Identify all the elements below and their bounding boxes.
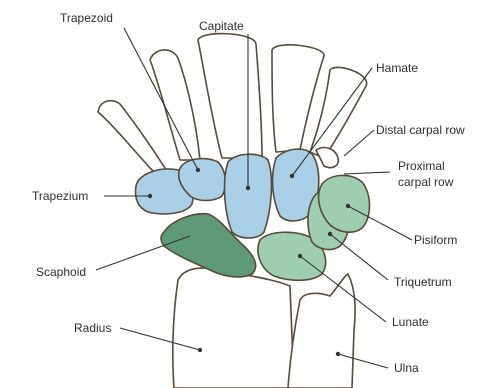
- metacarpal-middle: [198, 34, 262, 158]
- label-radius: Radius: [74, 321, 111, 335]
- metacarpal-index: [150, 50, 200, 160]
- leader-dot-triquetrum: [328, 232, 332, 236]
- label-trapezoid: Trapezoid: [60, 11, 113, 25]
- label-triquetrum: Triquetrum: [394, 275, 452, 289]
- leader-dot-hamate: [290, 174, 294, 178]
- forearm-bones: [173, 268, 355, 388]
- leader-dot-lunate: [298, 254, 302, 258]
- leader-distal-carpal-row: [344, 130, 374, 156]
- label-capitate: Capitate: [199, 19, 244, 33]
- label-trapezium: Trapezium: [32, 189, 88, 203]
- label-pisiform: Pisiform: [414, 233, 457, 247]
- label-hamate: Hamate: [376, 61, 418, 75]
- label-scaphoid: Scaphoid: [36, 265, 86, 279]
- leader-dot-pisiform: [346, 204, 350, 208]
- label-distal-carpal-row: Distal carpal row: [376, 123, 465, 137]
- label-lunate: Lunate: [392, 315, 429, 329]
- label-proximal-carpal-row-2: carpal row: [398, 175, 454, 189]
- metacarpal-thumb: [98, 101, 170, 178]
- leader-triquetrum: [330, 234, 388, 280]
- leader-dot-ulna: [336, 352, 340, 356]
- leader-proximal-carpal-row: [344, 172, 390, 174]
- label-proximal-carpal-row-1: Proximal: [398, 159, 445, 173]
- leader-dot-trapezium: [148, 194, 152, 198]
- label-ulna: Ulna: [394, 361, 419, 375]
- hamate-hook: [316, 148, 338, 168]
- distal-carpal-row: [136, 149, 319, 238]
- leader-dot-radius: [198, 348, 202, 352]
- leader-dot-trapezoid: [196, 168, 200, 172]
- leader-dot-capitate: [246, 186, 250, 190]
- radius-bone: [173, 268, 294, 388]
